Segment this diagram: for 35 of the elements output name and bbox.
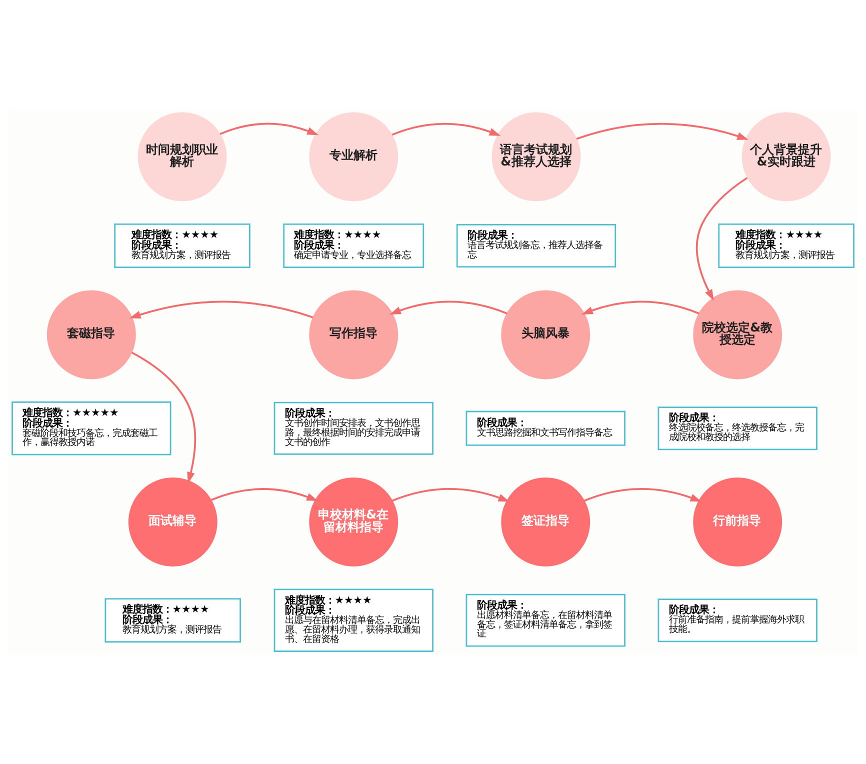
node-circle: 面试辅导: [128, 478, 218, 566]
arrow: [696, 177, 748, 301]
arrow: [584, 488, 702, 502]
node-box: 阶段成果： 语言考试规划备忘，推荐人选择备忘: [456, 224, 616, 268]
arrow: [131, 352, 196, 484]
arrow: [392, 488, 510, 502]
node-circle: 语言考试规划&推荐人选择: [492, 112, 581, 202]
node-circle: 专业解析: [309, 112, 398, 202]
node-circle: 行前指导: [693, 478, 782, 566]
node-circle: 套磁指导: [46, 290, 136, 380]
node-circle: 院校选定&教授选定: [693, 290, 782, 380]
node-circle: 写作指导: [309, 290, 398, 380]
node-box: 难度指数：★★★★ 阶段成果： 教育规划方案，测评报告: [718, 224, 854, 268]
node-box: 难度指数：★★★★ 阶段成果： 教育规划方案，测评报告: [114, 224, 250, 268]
node-box: 阶段成果： 文书创作时间安排表，文书创作思路，最终根据时间的安排完成申请文书的创作: [274, 402, 434, 455]
node-circle: 时间规划职业解析: [138, 112, 227, 202]
node-circle: 签证指导: [501, 478, 590, 566]
node-box: 难度指数：★★★★ 阶段成果： 确定申请专业，专业选择备忘: [283, 224, 424, 268]
arrow: [129, 300, 314, 318]
node-box: 难度指数：★★★★ 阶段成果： 出愿与在留材料清单备忘，完成出愿、在留材料办理，获得录取通知书、在留资格: [274, 588, 434, 652]
node-box: 阶段成果： 出愿材料清单备忘，在留材料清单备忘，签证材料清单备忘，拿到签证: [466, 594, 626, 647]
node-circle: 头脑风暴: [501, 290, 590, 380]
node-box: 难度指数：★★★★★ 阶段成果： 套磁阶段和技巧备忘，完成套磁工作，赢得教授内诺: [12, 401, 172, 456]
arrow: [582, 300, 700, 314]
arrow: [390, 300, 508, 314]
node-circle: 个人背景提升&实时跟进: [742, 112, 831, 202]
node-circle: 申校材料&在留材料指导: [309, 478, 398, 566]
node-box: 阶段成果： 行前准备指南，提前掌握海外求职技能。: [658, 598, 818, 642]
arrow: [576, 122, 748, 140]
node-box: 难度指数：★★★★ 阶段成果： 教育规划方案，测评报告: [104, 598, 242, 643]
node-box: 阶段成果： 终选院校备忘，终选教授备忘，完成院校和教授的选择: [658, 406, 818, 450]
node-box: 阶段成果： 文书思路挖掘和文书写作指导备忘: [466, 410, 626, 446]
arrow: [220, 122, 318, 136]
arrow: [211, 488, 318, 501]
arrow: [392, 122, 501, 136]
